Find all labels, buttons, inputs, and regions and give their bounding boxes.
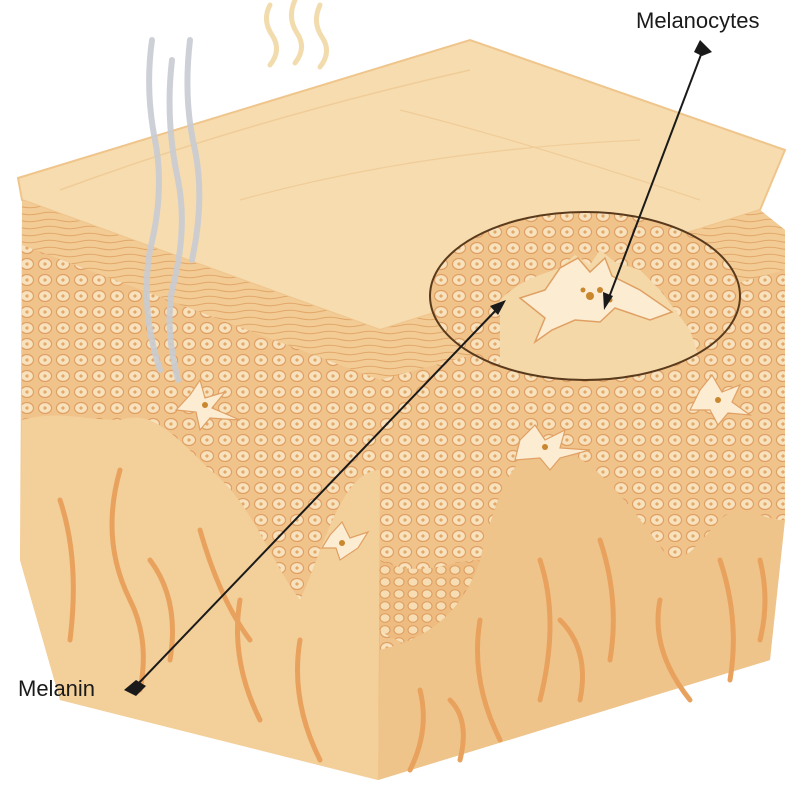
magnified-lens: [430, 210, 740, 382]
label-melanin: Melanin: [18, 676, 95, 702]
label-melanocytes: Melanocytes: [636, 8, 760, 34]
